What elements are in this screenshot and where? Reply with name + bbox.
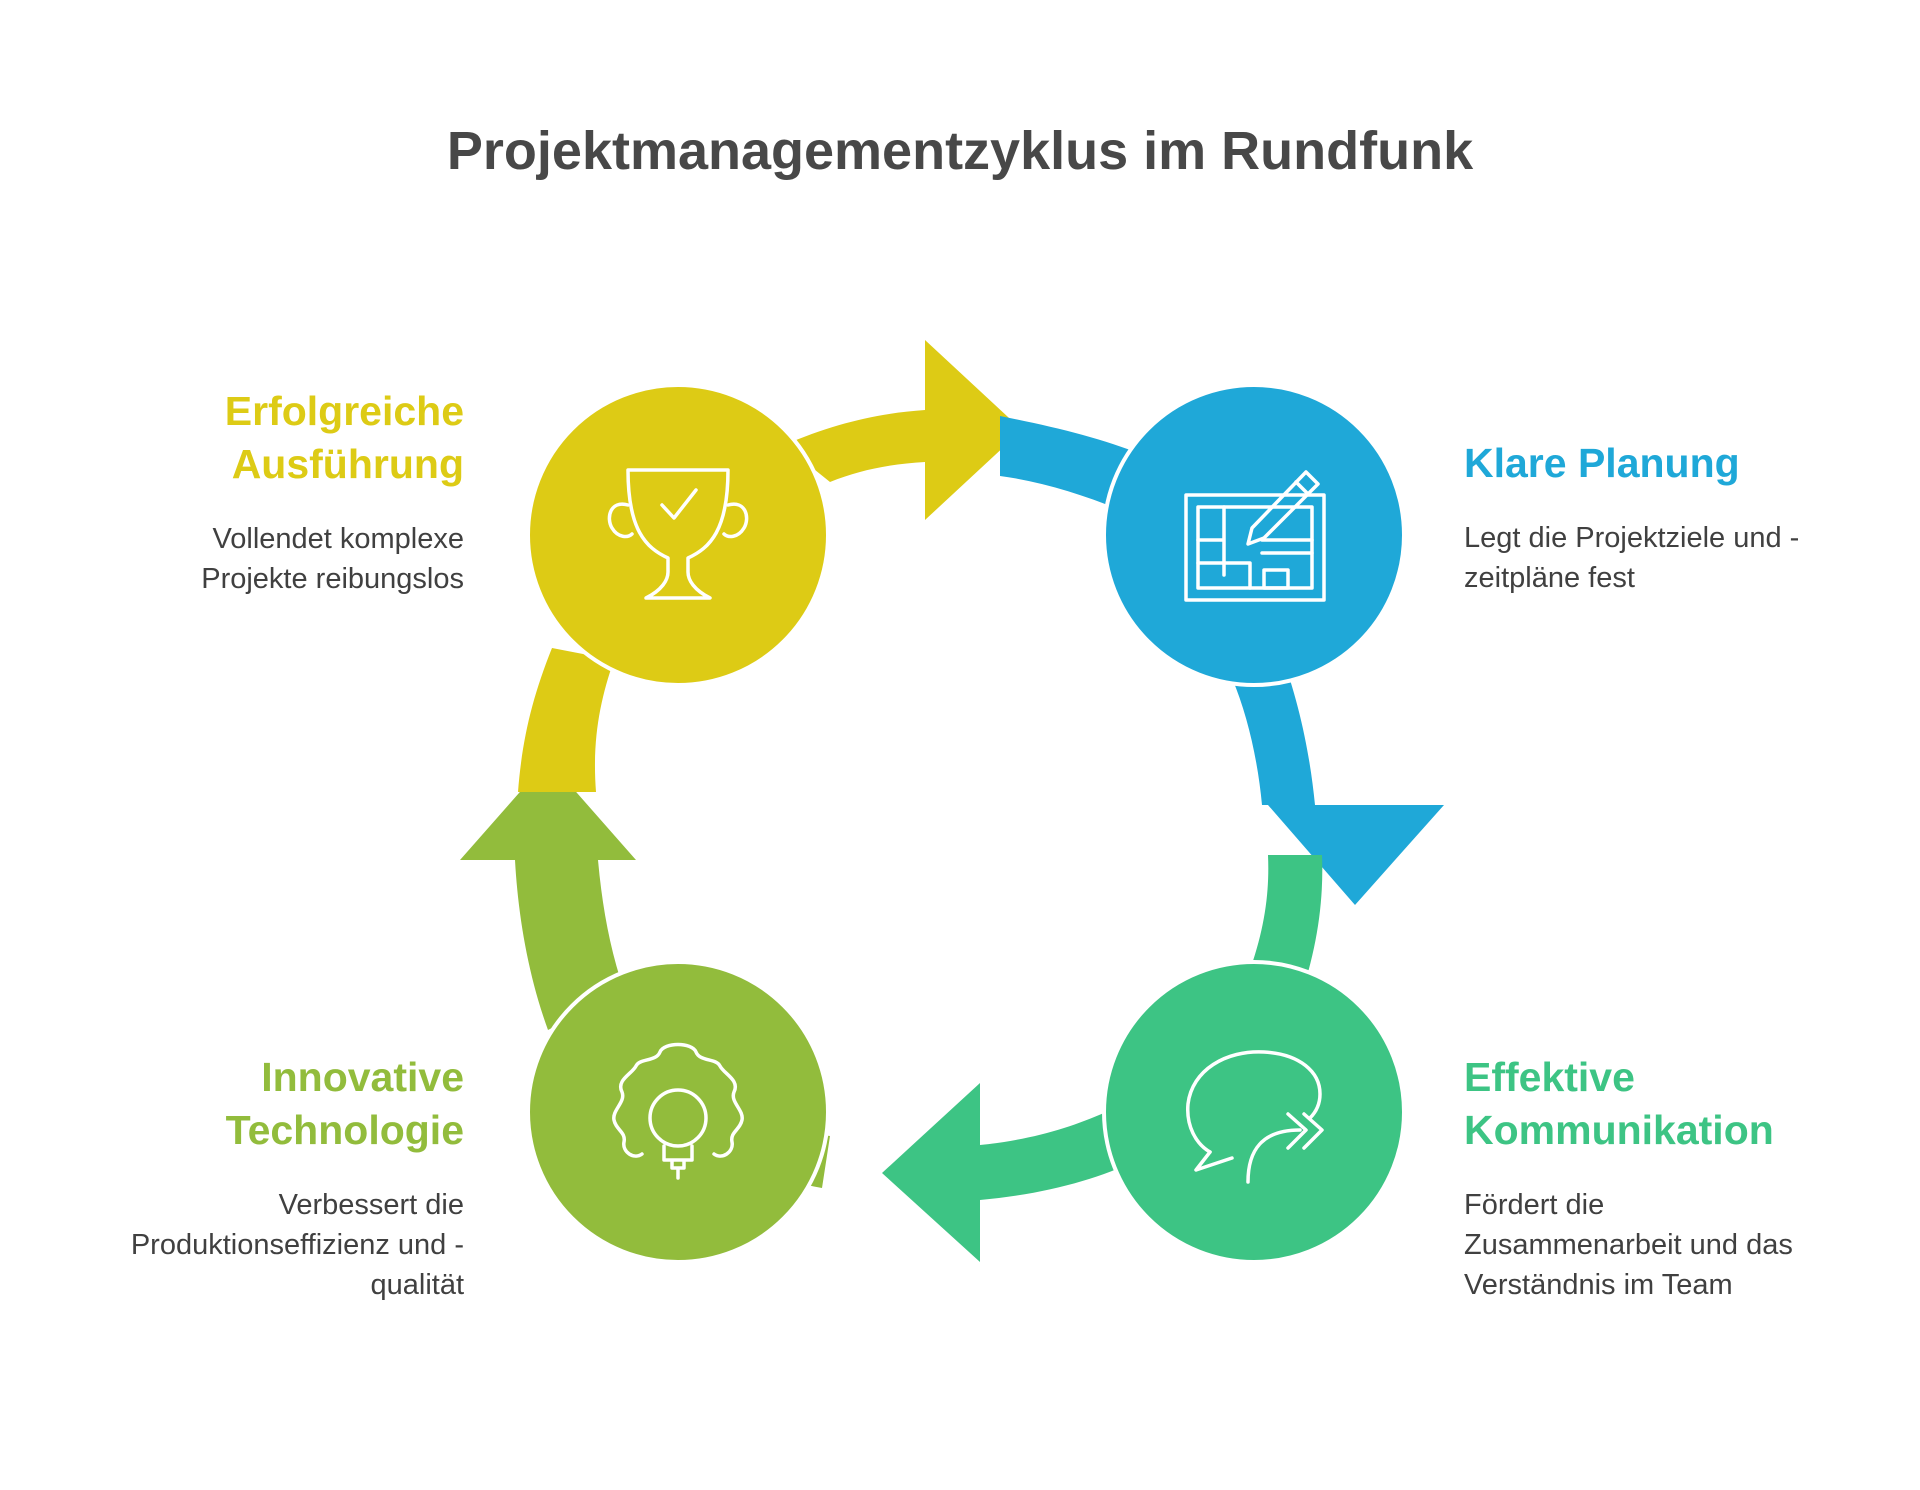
stage-erfolgreiche-ausfuehrung: Erfolgreiche Ausführung Vollendet komple… bbox=[24, 385, 464, 599]
description-line: Legt die Projektziele und - bbox=[1464, 522, 1800, 554]
heading-line: Erfolgreiche bbox=[224, 388, 464, 434]
description-line: Vollendet komplexe bbox=[212, 523, 465, 555]
page-title: Projektmanagementzyklus im Rundfunk bbox=[446, 121, 1474, 181]
description-line: Zusammenarbeit und das bbox=[1464, 1229, 1793, 1261]
stage-circle-teal bbox=[1102, 960, 1406, 1264]
trophy-icon bbox=[607, 468, 749, 600]
heading-line: Kommunikation bbox=[1464, 1107, 1774, 1153]
description-line: Projekte reibungslos bbox=[201, 563, 464, 595]
stage-effektive-kommunikation: Effektive Kommunikation Fördert die Zusa… bbox=[1464, 1051, 1904, 1305]
gear-lightbulb-icon bbox=[612, 1042, 744, 1180]
heading-line: Innovative bbox=[261, 1054, 464, 1100]
stage-circle-green bbox=[526, 960, 830, 1264]
arc-yellow-to-blue bbox=[784, 340, 1022, 520]
heading-line: Klare Planung bbox=[1464, 440, 1740, 486]
heading-line: Effektive bbox=[1464, 1054, 1635, 1100]
description-line: Fördert die bbox=[1464, 1189, 1605, 1221]
arc-blue-to-teal-lower bbox=[1232, 650, 1444, 905]
stage-innovative-technologie: Innovative Technologie Verbessert die Pr… bbox=[24, 1051, 464, 1305]
description-line: Produktionseffizienz und - bbox=[130, 1229, 464, 1261]
arc-green-to-yellow-lower bbox=[460, 760, 636, 1030]
arc-yellow-upper bbox=[518, 648, 614, 792]
description-line: zeitpläne fest bbox=[1464, 562, 1635, 594]
stage-circle-blue bbox=[1102, 383, 1406, 687]
stage-klare-planung: Klare Planung Legt die Projektziele und … bbox=[1464, 437, 1904, 598]
stage-circle-yellow bbox=[526, 383, 830, 687]
description-line: Verständnis im Team bbox=[1464, 1269, 1733, 1301]
description-line: qualität bbox=[370, 1269, 464, 1301]
chat-bubble-arrow-icon bbox=[1186, 1050, 1324, 1184]
blueprint-pencil-icon bbox=[1184, 470, 1326, 602]
arc-teal-to-green-lower bbox=[882, 1083, 1138, 1262]
heading-line: Ausführung bbox=[231, 441, 464, 487]
heading-line: Technologie bbox=[225, 1107, 464, 1153]
description-line: Verbessert die bbox=[278, 1189, 464, 1221]
